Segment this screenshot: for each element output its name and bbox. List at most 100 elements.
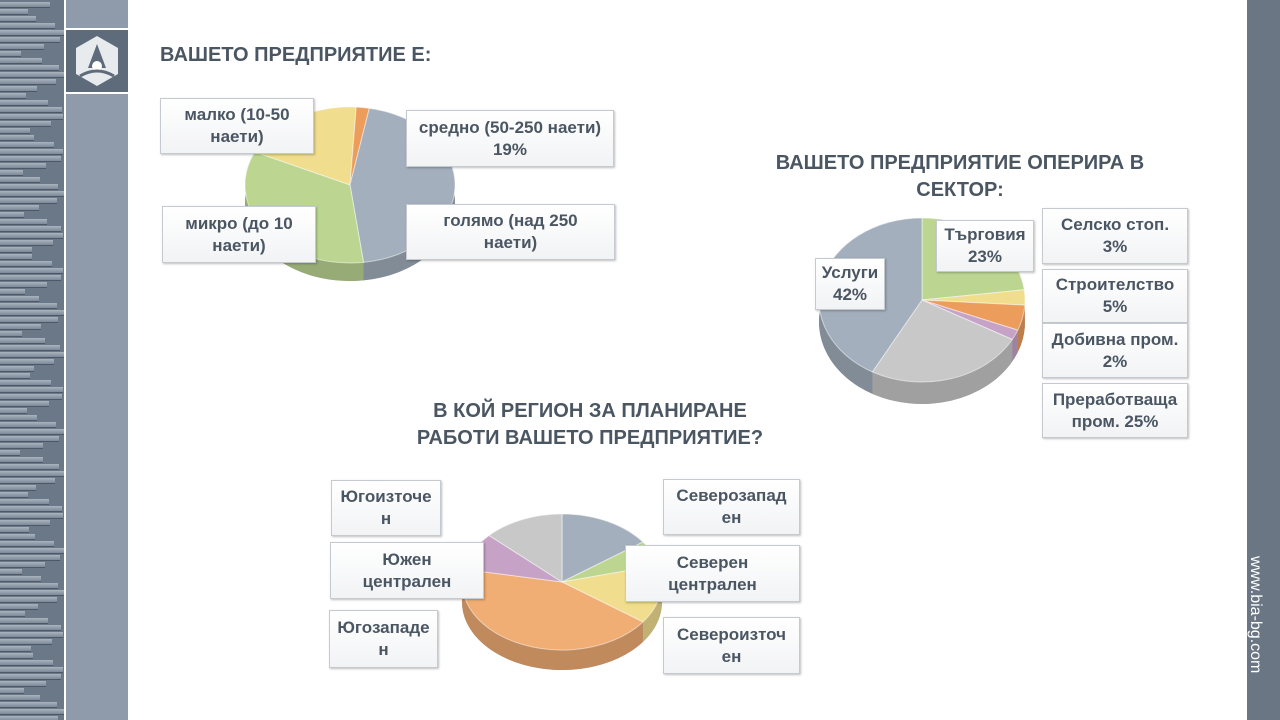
stripe xyxy=(0,611,26,617)
stripe xyxy=(0,660,53,666)
stripe xyxy=(0,527,30,533)
stripe xyxy=(0,695,40,701)
stripe xyxy=(0,681,47,687)
stripe xyxy=(0,86,38,92)
stripe xyxy=(0,282,48,288)
stripe xyxy=(0,9,29,15)
label-yugoiztochen: Югоизточе н xyxy=(331,480,441,536)
stripe xyxy=(0,520,51,526)
stripe xyxy=(0,205,40,211)
label-uslugi: Услуги 42% xyxy=(815,258,885,310)
stripe xyxy=(0,387,63,393)
stripe xyxy=(0,618,48,624)
stripe xyxy=(0,37,60,43)
stripe xyxy=(0,275,62,281)
chart1-title: ВАШЕТО ПРЕДПРИЯТИЕ Е: xyxy=(160,44,432,66)
stripe xyxy=(0,156,61,162)
stripe xyxy=(0,107,62,113)
stripe xyxy=(0,303,57,309)
label-targoviya: Търговия 23% xyxy=(936,220,1034,272)
stripe xyxy=(0,450,21,456)
stripe xyxy=(0,359,54,365)
stripe xyxy=(0,65,59,71)
label-yuzhen-tsentralen: Южен централен xyxy=(330,542,484,599)
stripe xyxy=(0,324,42,330)
pie-slice-2-5 xyxy=(488,513,563,583)
stripe xyxy=(0,170,23,176)
label-selsko: Селско стоп. 3% xyxy=(1042,208,1188,264)
stripe xyxy=(0,289,26,295)
stripe xyxy=(0,688,24,694)
decorative-stripes xyxy=(0,0,64,720)
stripe xyxy=(0,443,43,449)
stripe xyxy=(0,478,56,484)
stripe xyxy=(0,380,51,386)
stripe xyxy=(0,121,52,127)
stripe xyxy=(0,562,45,568)
stripe xyxy=(0,317,59,323)
stripe xyxy=(0,583,59,589)
stripe xyxy=(0,646,32,652)
stripe xyxy=(0,331,23,337)
stripe xyxy=(0,534,35,540)
stripe xyxy=(0,142,54,148)
stripe xyxy=(0,254,32,260)
stripe xyxy=(0,135,34,141)
right-bar xyxy=(1247,0,1280,720)
stripe xyxy=(0,58,43,64)
chart3-title: В КОЙ РЕГИОН ЗА ПЛАНИРАНЕ РАБОТИ ВАШЕТО … xyxy=(416,400,764,449)
stripe xyxy=(0,422,56,428)
stripe xyxy=(0,548,64,554)
stripe xyxy=(0,149,64,155)
stripe xyxy=(0,499,50,505)
stripe xyxy=(0,415,37,421)
stripe xyxy=(0,436,60,442)
logo-icon xyxy=(76,36,118,86)
label-severoiztochen: Североизточ ен xyxy=(663,617,800,674)
stripe xyxy=(0,513,63,519)
stripe xyxy=(0,639,52,645)
stripe xyxy=(0,310,64,316)
stripe xyxy=(0,93,27,99)
stripe xyxy=(0,345,61,351)
label-mikro: микро (до 10 наети) xyxy=(162,206,316,263)
label-severen-tsentralen: Северен централен xyxy=(625,545,800,602)
pie-slice-1-4 xyxy=(871,299,1014,383)
stripe xyxy=(0,653,33,659)
chart2-title: ВАШЕТО ПРЕДПРИЯТИЕ ОПЕРИРА В СЕКТОР: xyxy=(775,152,1145,201)
stripe xyxy=(0,471,64,477)
stripe xyxy=(0,541,55,547)
stripe xyxy=(0,247,33,253)
label-malko: малко (10-50 наети) xyxy=(160,98,314,154)
stripe xyxy=(0,569,22,575)
label-prerabotvashta: Преработваща пром. 25% xyxy=(1042,383,1188,438)
stripe xyxy=(0,198,58,204)
sidebar-column xyxy=(66,0,128,720)
stripe xyxy=(0,51,21,57)
stripe xyxy=(0,352,64,358)
stripe xyxy=(0,485,37,491)
stripe xyxy=(0,576,42,582)
label-yugozapaden: Югозападе н xyxy=(329,610,438,668)
stripe xyxy=(0,16,36,22)
stripe xyxy=(0,373,30,379)
label-severozapaden: Северозапад ен xyxy=(663,479,800,535)
stripe xyxy=(0,268,64,274)
stripe xyxy=(0,163,46,169)
stripe xyxy=(0,233,64,239)
stripe xyxy=(0,296,39,302)
stripe xyxy=(0,261,53,267)
pie-slice-2-0 xyxy=(561,513,644,583)
stripe xyxy=(0,625,62,631)
stripe xyxy=(0,240,53,246)
stripe xyxy=(0,716,58,720)
pie-slice-side xyxy=(461,569,643,671)
stripe xyxy=(0,632,64,638)
stripe xyxy=(0,506,63,512)
stripe xyxy=(0,401,49,407)
stripe xyxy=(0,555,61,561)
stripe xyxy=(0,177,41,183)
stripe xyxy=(0,702,58,708)
stripe xyxy=(0,674,61,680)
label-golyamo: голямо (над 250 наети) xyxy=(406,204,615,260)
